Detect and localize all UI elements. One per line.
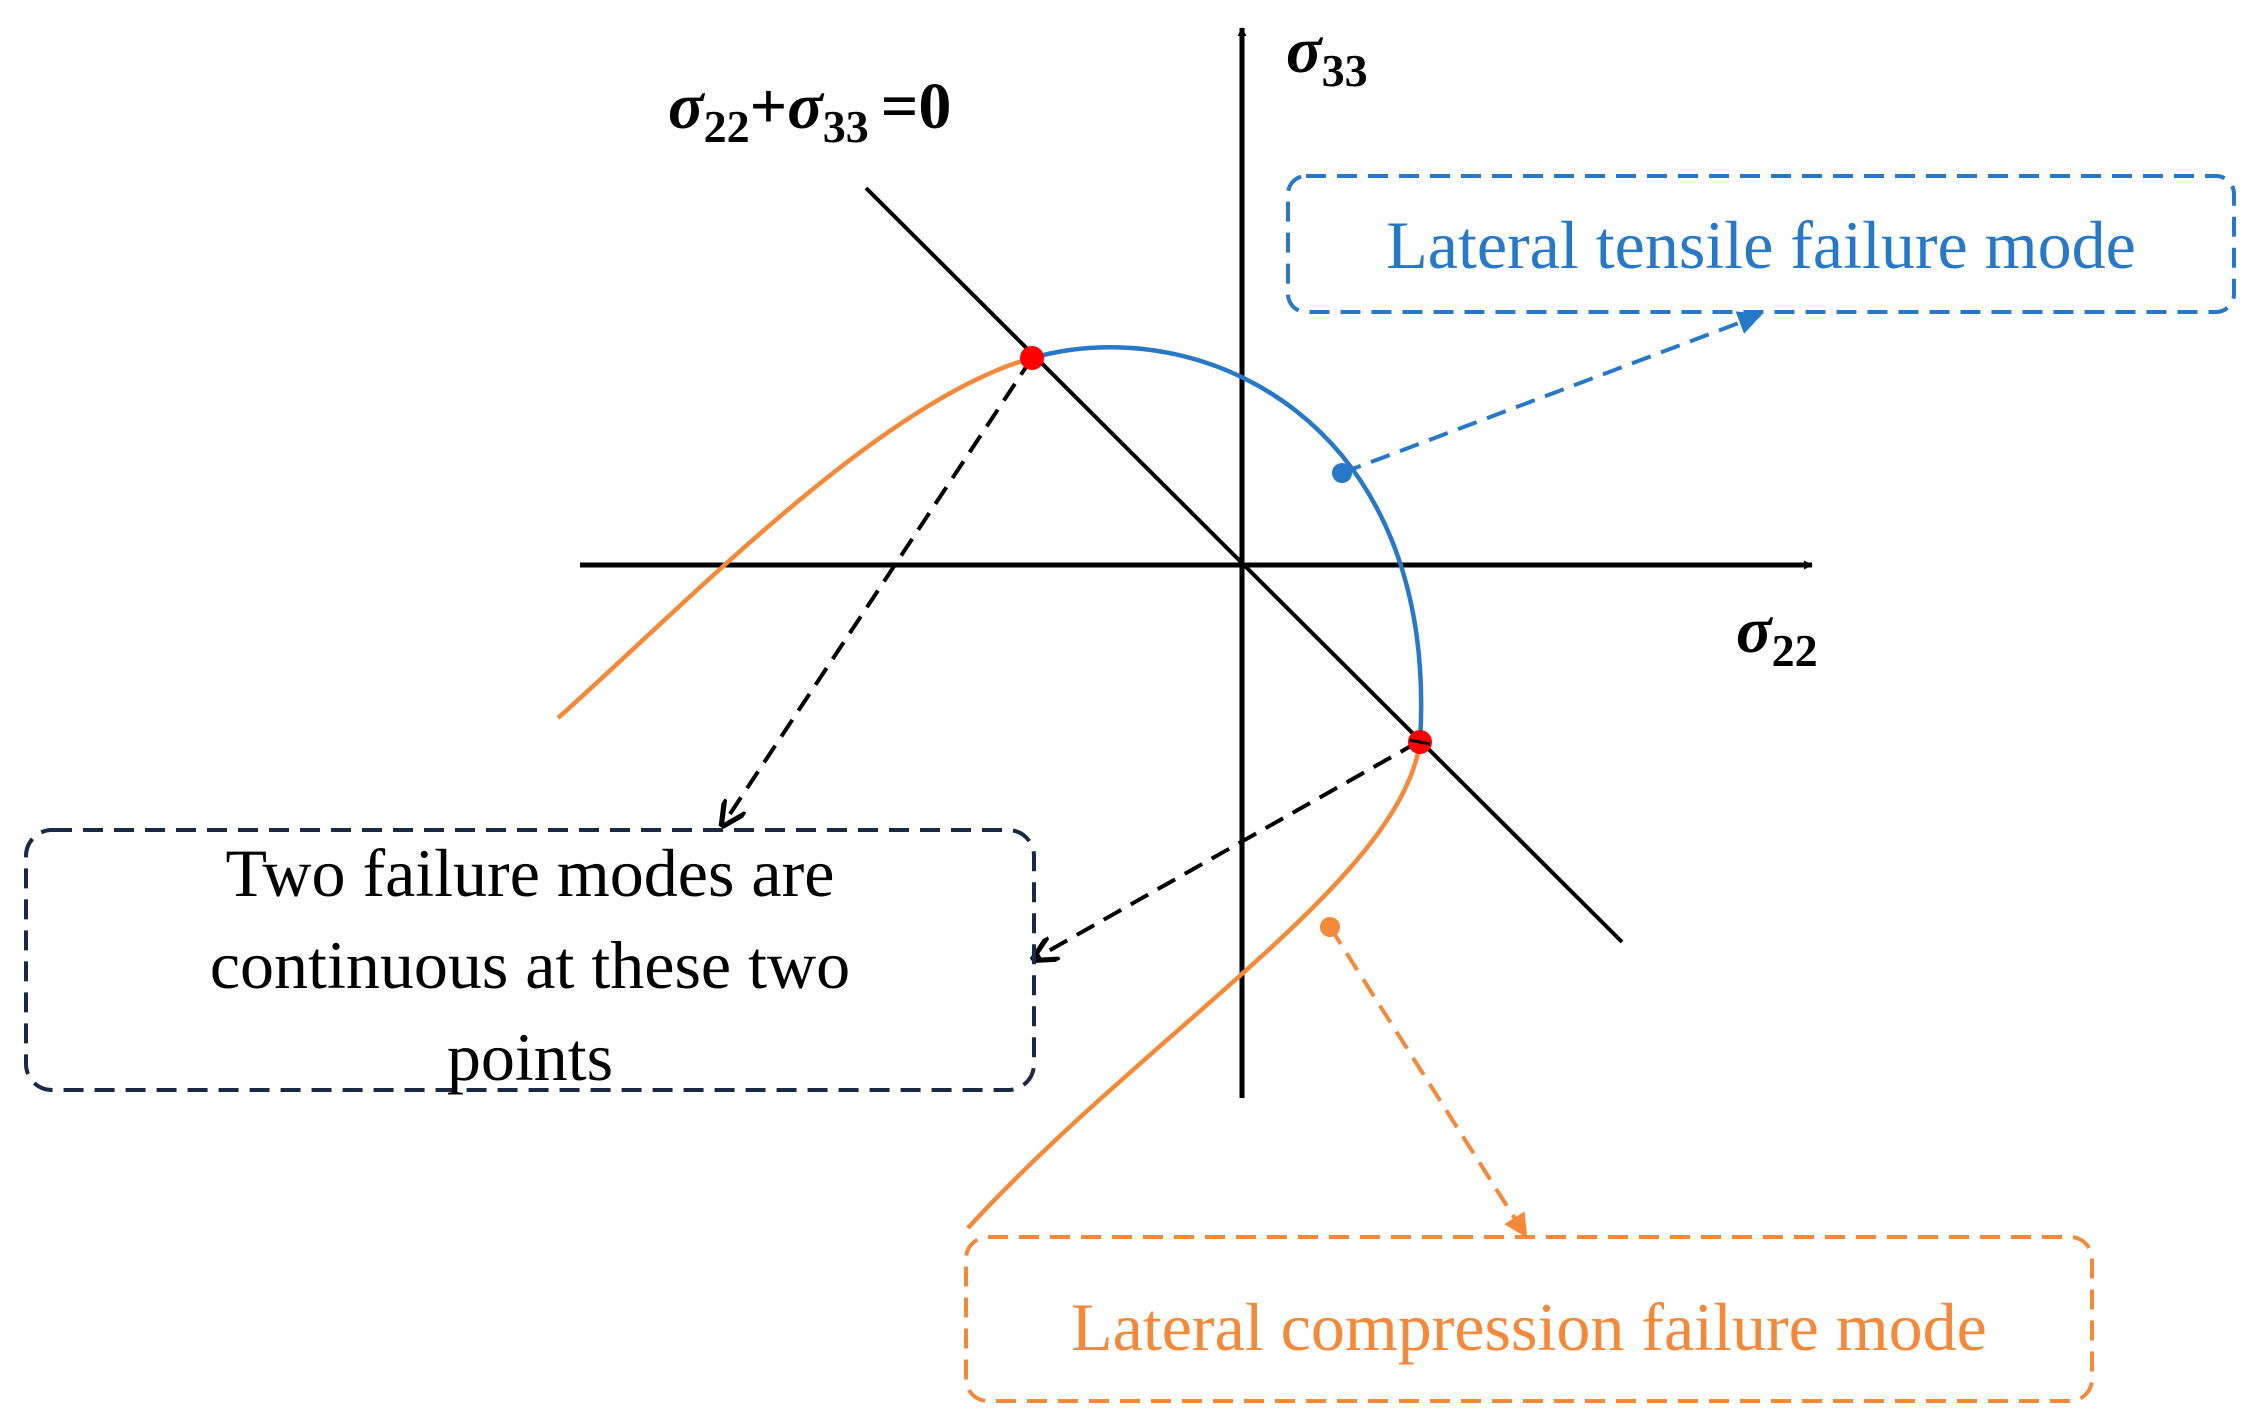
continuity-label-line-2: continuous at these two bbox=[210, 927, 850, 1003]
continuity-label-line-1: Two failure modes are bbox=[226, 835, 835, 911]
sum-zero-line bbox=[864, 186, 1624, 944]
tensile-mode-box bbox=[1286, 174, 2236, 314]
continuity-arrow-upper bbox=[724, 356, 1034, 823]
compression-point bbox=[1320, 917, 1340, 937]
sigma33-axis-label: σ33 bbox=[1286, 14, 1368, 96]
tensile-curve bbox=[1031, 345, 1424, 743]
continuity-label-line-3: points bbox=[447, 1019, 613, 1095]
continuity-box bbox=[24, 828, 1036, 1092]
tensile-arrow bbox=[1341, 311, 1763, 475]
compression-curve-upper bbox=[556, 355, 1033, 720]
continuity-arrow-lower bbox=[1036, 740, 1419, 958]
transition-point-lower-tick bbox=[1409, 738, 1431, 746]
sum-zero-line-label: σ22+σ33=0 bbox=[668, 70, 951, 152]
compression-mode-box bbox=[964, 1235, 2094, 1403]
transition-point-upper bbox=[1020, 346, 1044, 370]
compression-arrow bbox=[1328, 925, 1528, 1239]
tensile-mode-label: Lateral tensile failure mode bbox=[1386, 207, 2136, 283]
compression-curve-lower bbox=[966, 741, 1423, 1230]
tensile-point bbox=[1332, 463, 1352, 483]
compression-mode-label: Lateral compression failure mode bbox=[1071, 1289, 1987, 1365]
sigma22-axis-label: σ22 bbox=[1736, 594, 1818, 676]
